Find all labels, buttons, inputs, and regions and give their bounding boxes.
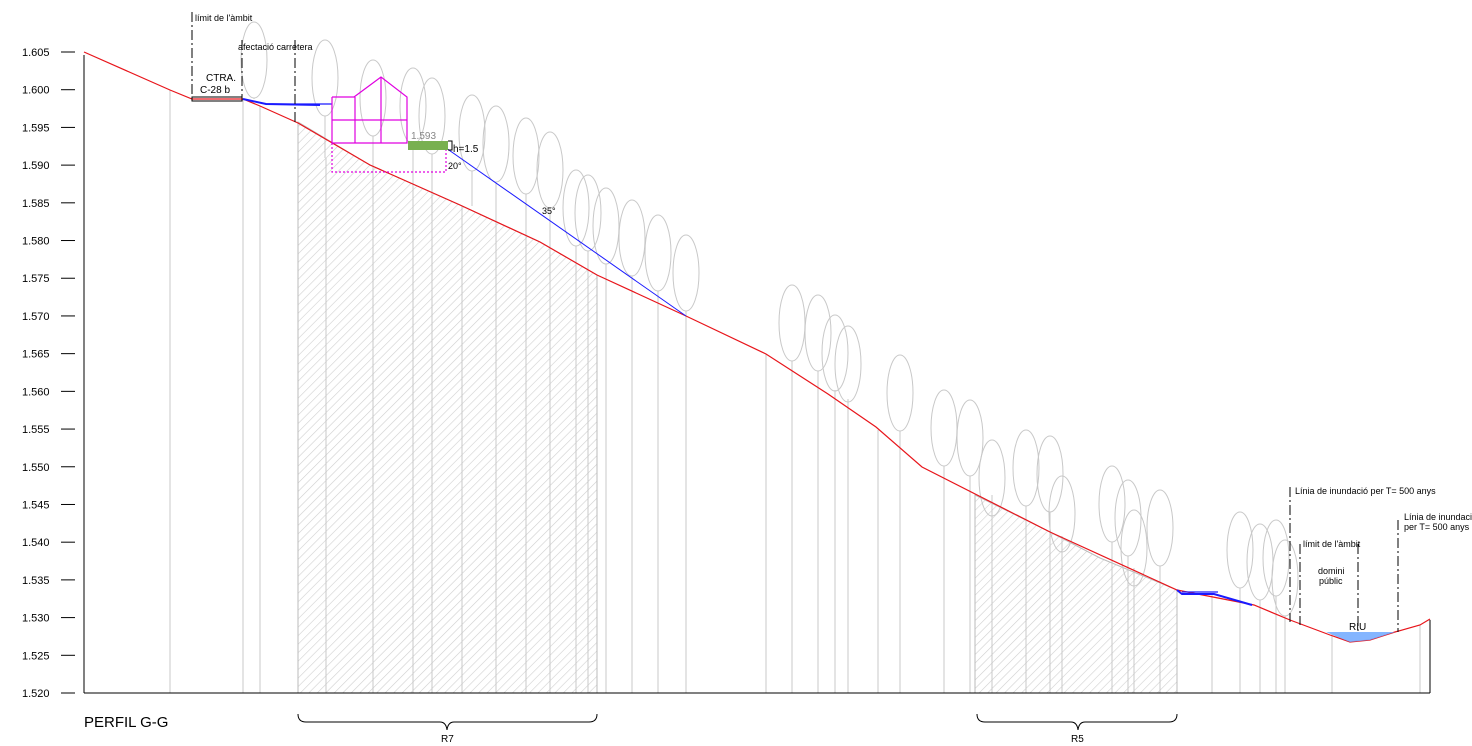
tree-canopy xyxy=(886,354,914,432)
zone-r7-label: R7 xyxy=(441,734,454,745)
profile-title: PERFIL G-G xyxy=(84,714,168,731)
tree-canopy xyxy=(778,284,806,362)
slope-35-label: 35° xyxy=(542,206,556,216)
y-tick-label: 1.595 xyxy=(22,122,50,134)
green-terrace xyxy=(408,141,448,150)
markers xyxy=(191,12,1399,632)
y-tick-label: 1.520 xyxy=(22,688,50,700)
y-tick-label: 1.560 xyxy=(22,386,50,398)
ctra-label-1: CTRA. xyxy=(206,73,236,84)
tree-canopy xyxy=(821,314,849,392)
building xyxy=(331,76,447,173)
slope-20-label: 20° xyxy=(448,161,462,171)
height-mark-label: h=1.5 xyxy=(453,144,479,155)
y-tick-label: 1.550 xyxy=(22,462,50,474)
tree-canopy xyxy=(1271,539,1299,617)
tree-canopy xyxy=(1114,479,1142,557)
domini-label-2: públic xyxy=(1319,576,1343,586)
y-tick-label: 1.565 xyxy=(22,349,50,361)
tree-canopy xyxy=(1098,465,1126,543)
y-tick-label: 1.600 xyxy=(22,85,50,97)
inundacio-label-1: Línia de inundació per T= 500 anys xyxy=(1295,486,1436,496)
y-tick-label: 1.545 xyxy=(22,499,50,511)
slope-35-line xyxy=(445,147,687,317)
tree-canopy xyxy=(359,59,387,137)
riu-label: RIU xyxy=(1349,622,1366,633)
tree-canopy xyxy=(592,187,620,265)
tree-canopy xyxy=(1226,511,1254,589)
tree-canopy xyxy=(644,214,672,292)
y-tick-label: 1.525 xyxy=(22,650,50,662)
brace-r7 xyxy=(297,713,598,731)
tree-canopy xyxy=(574,174,602,252)
limit-ambit-right-label: límit de l'àmbit xyxy=(1303,539,1361,549)
elevation-mark-label: 1.593 xyxy=(411,131,436,142)
tree-canopy xyxy=(956,399,984,477)
zone-r5-label: R5 xyxy=(1071,734,1084,745)
y-axis-ticks: 1.605 1.600 1.595 1.590 1.585 1.580 1.575 1.570… xyxy=(22,47,75,700)
y-tick-label: 1.535 xyxy=(22,575,50,587)
afectacio-carretera-label: afectació carretera xyxy=(238,42,313,52)
tree-canopy xyxy=(1262,519,1290,597)
y-tick-label: 1.575 xyxy=(22,273,50,285)
y-tick-label: 1.590 xyxy=(22,160,50,172)
domini-label-1: domini xyxy=(1318,566,1345,576)
tree-canopy xyxy=(482,105,510,183)
y-tick-label: 1.540 xyxy=(22,537,50,549)
tree-canopy xyxy=(512,117,540,195)
tree-canopy xyxy=(834,325,862,403)
tree-canopy xyxy=(618,199,646,277)
tree-canopy xyxy=(562,169,590,247)
river-water xyxy=(1326,632,1395,642)
tree-canopy xyxy=(240,21,268,99)
y-tick-label: 1.605 xyxy=(22,47,50,59)
trees-group xyxy=(169,21,1421,693)
ctra-label-2: C-28 b xyxy=(200,85,230,96)
height-bracket xyxy=(448,140,453,151)
brace-r5 xyxy=(976,713,1178,731)
y-tick-label: 1.570 xyxy=(22,311,50,323)
tree-canopy xyxy=(930,389,958,467)
tree-canopy xyxy=(1012,429,1040,507)
y-tick-label: 1.555 xyxy=(22,424,50,436)
y-tick-label: 1.585 xyxy=(22,198,50,210)
tree-canopy xyxy=(536,131,564,209)
y-tick-label: 1.580 xyxy=(22,236,50,248)
terrain-profile-line xyxy=(83,51,1431,643)
tree-canopy xyxy=(1246,523,1274,601)
inundacio-label-2a: Línia de inundació xyxy=(1404,512,1472,522)
limit-ambit-top-label: límit de l'àmbit xyxy=(195,13,253,23)
y-tick-label: 1.530 xyxy=(22,613,50,625)
inundacio-label-2b: per T= 500 anys xyxy=(1404,522,1470,532)
tree-canopy xyxy=(672,234,700,312)
tree-canopy xyxy=(1146,489,1174,567)
proposal-line-bottom xyxy=(1176,589,1253,606)
tree-canopy xyxy=(804,294,832,372)
